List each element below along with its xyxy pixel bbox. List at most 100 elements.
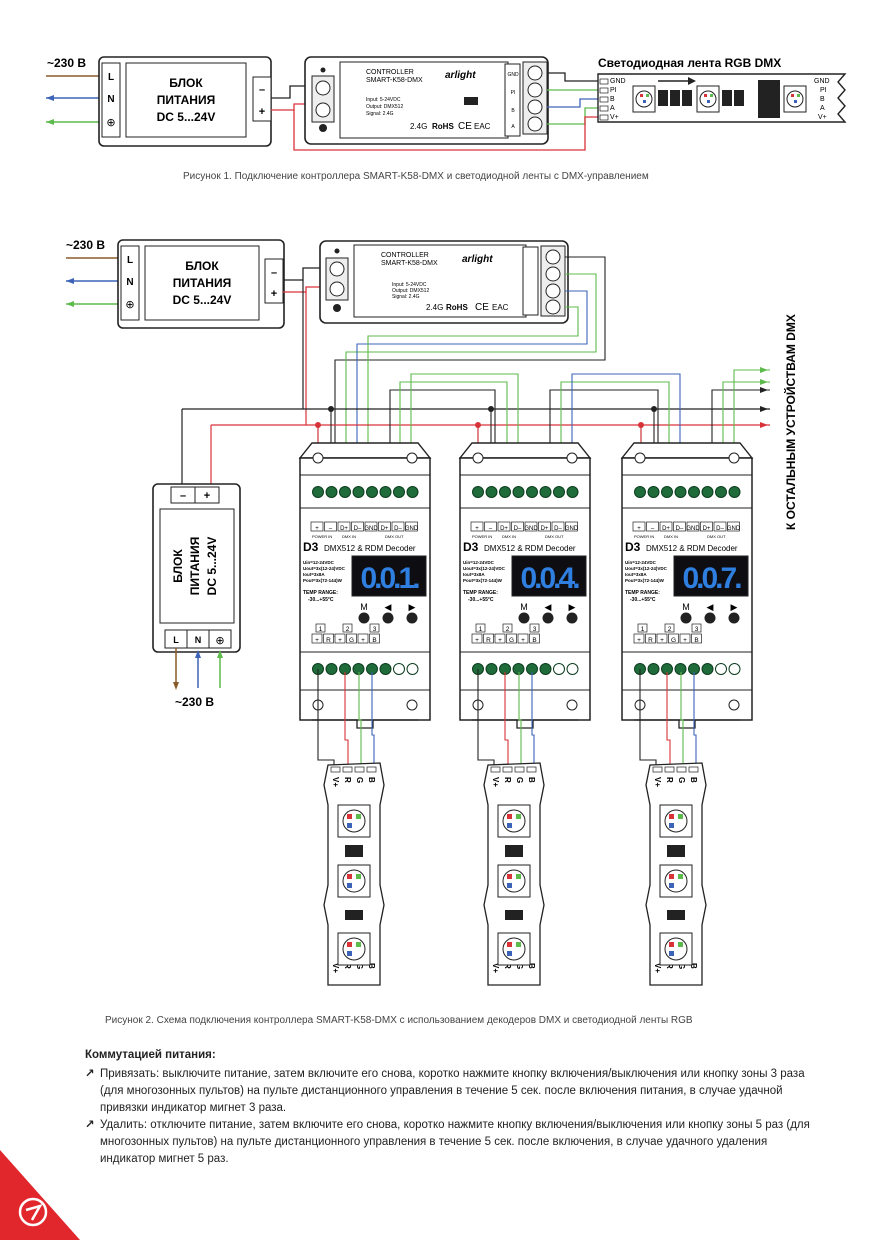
decoder-display-value: 0.0.1. (360, 562, 419, 595)
decoder-top-term: GND (727, 526, 741, 532)
channel-number: 3 (533, 626, 537, 633)
decoder-bottom-term: + (521, 637, 525, 644)
terminal-icon (553, 663, 565, 675)
term-label-box (484, 521, 497, 532)
ctrl1-rf: 2.4G (410, 122, 427, 131)
decoder-spec: Uin=12-24VDC (463, 560, 495, 565)
decoder-display (673, 555, 749, 597)
decoder-button (406, 612, 418, 624)
ctrl1-rohs: RoHS (432, 122, 454, 131)
terminal-icon (674, 486, 687, 498)
decoder-power-in: POWER IN (312, 534, 332, 539)
led-red (507, 814, 512, 819)
screw-icon (406, 699, 418, 711)
strip-pin-top: R (503, 777, 512, 783)
decoder-bottom-term: B (372, 637, 376, 644)
strip-pad (490, 766, 501, 773)
decoder-button (358, 612, 370, 624)
decoder-bottom-term: R (486, 637, 491, 644)
decoder-spec: Uin=12-24VDC (303, 560, 335, 565)
terminal-icon (325, 486, 338, 498)
led-ring (502, 869, 526, 893)
decoder-temp-label: TEMP RANGE: (625, 590, 660, 596)
term-label-box (334, 633, 346, 644)
led-ring (342, 937, 366, 961)
screw-icon (472, 452, 484, 464)
terminal-icon (379, 486, 392, 498)
led-ring (342, 869, 366, 893)
term-label-box (337, 521, 351, 532)
term-label-box (645, 633, 656, 644)
decoder-display-value: 0.0.7. (682, 562, 741, 595)
term-label-box (494, 633, 506, 644)
decoder-din-clip (312, 719, 418, 729)
channel-number: 2 (346, 626, 350, 633)
decoder-top-term: D– (554, 526, 562, 532)
screw-icon (728, 452, 740, 464)
strip-title: Светодиодная лента RGB DMX (598, 56, 781, 70)
decoder-top-term: – (489, 526, 493, 532)
term-label-box (324, 521, 337, 532)
strip-pin-l-gnd: GND (610, 78, 626, 85)
instruction-item: ↗ Привязать: выключите питание, затем вк… (85, 1066, 815, 1117)
decoder-dmx-in: DMX IN (502, 534, 516, 539)
psu3-title-1: БЛОК (171, 549, 185, 583)
wire-g (358, 672, 362, 770)
power-supply-2: L N ⊕ – + БЛОК ПИТАНИЯ DC 5...24V (117, 239, 285, 329)
psu3-term-plus: + (204, 490, 210, 502)
led-ring (664, 869, 688, 893)
resistor-icon (505, 845, 523, 857)
term-label-box (471, 633, 483, 644)
decoder-top-term: GND (405, 526, 419, 532)
terminal-icon (647, 663, 660, 675)
decoder-spec: Uout=3x(12-24)VDC (303, 566, 346, 571)
to-other-dmx-label: К ОСТАЛЬНЫМ УСТРОЙСТВАМ DMX (783, 314, 798, 530)
psu3-title-3: DC 5...24V (205, 537, 219, 596)
terminal-icon (715, 663, 727, 675)
term-label-box (364, 521, 378, 532)
led-red (347, 942, 352, 947)
terminal-icon (566, 663, 579, 675)
channel-box (369, 623, 380, 633)
led-red (669, 874, 674, 879)
psu2-term-gnd: ⊕ (125, 299, 134, 311)
psu2-term-plus: + (271, 288, 277, 300)
terminal-icon (647, 486, 660, 498)
terminal-icon (526, 486, 538, 498)
strip-pin-bottom: V+ (331, 963, 340, 973)
ctrl1-dmx-b: B (511, 108, 515, 114)
led-green (516, 814, 521, 819)
psu3-term-l: L (173, 635, 179, 645)
screw-icon (566, 452, 578, 464)
psu2-term-minus: – (271, 267, 277, 279)
decoder-top-term: + (315, 526, 319, 532)
terminal-icon (499, 486, 511, 498)
decoder-button (704, 612, 716, 624)
psu1-term-l: L (108, 72, 114, 83)
wire-g (680, 672, 684, 770)
ctrl1-model-2: SMART-K58-DMX (366, 77, 423, 84)
figure-2: ~230 В L N ⊕ – + БЛОК ПИТАНИЯ DC 5...24V (66, 238, 798, 986)
strip-pin-bottom: G (355, 963, 364, 969)
screw-icon (634, 452, 646, 464)
wire-g (518, 672, 522, 770)
term-label-box (346, 633, 357, 644)
terminal-icon (715, 486, 727, 498)
decoder-name: DMX512 & RDM Decoder (646, 544, 738, 553)
figure-1-caption: Рисунок 1. Подключение контроллера SMART… (183, 171, 649, 182)
led-green (356, 874, 361, 879)
decoder-top-term: D– (354, 526, 362, 532)
decoder-temp-label: TEMP RANGE: (463, 590, 498, 596)
wire-r (344, 672, 349, 770)
strip-pin-top: R (343, 777, 352, 783)
decoder-d3: D3 (303, 540, 319, 554)
strip-pin-bottom: V+ (491, 963, 500, 973)
decoder-bottom-term: G (671, 637, 676, 644)
led-green (516, 942, 521, 947)
strip-pad (354, 766, 365, 773)
decoder-top-term: GND (686, 526, 700, 532)
decoder-top-term: GND (524, 526, 538, 532)
term-label-box (713, 521, 727, 532)
